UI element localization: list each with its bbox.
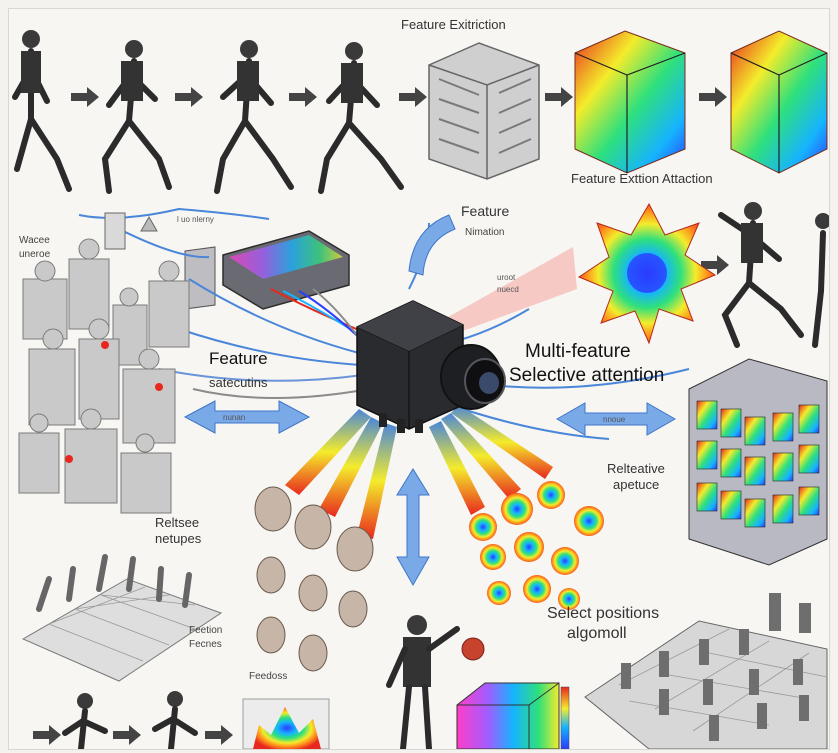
reltsee-label-1: Reltsee [155,515,200,530]
light-beam [441,247,577,339]
feature-extraction-top-label: Feature Exitriction [401,17,506,32]
sketch-crowd-left [18,238,190,514]
diagram-canvas [12,30,829,749]
runner-sequence-top [12,30,404,194]
attention-star [577,202,717,345]
small-device [104,212,158,250]
left-small-label-b: uneroe [19,249,51,260]
signal-wires [78,207,690,440]
spectrum-cube [730,30,828,174]
double-arrow-left [183,400,311,434]
algomoll-label: algomoll [567,625,627,642]
illustration-frame: Feature Exitriction Feature Exttion Atta… [8,8,830,750]
multi-feature-title: Multi-feature [525,341,631,362]
selective-attention-title: Selective attention [509,365,665,386]
center-small-label-a: uroot [497,273,516,282]
ball-icon [461,637,485,661]
feetion-label-2: Fecnes [189,639,222,650]
spectrum-blobs [469,481,604,610]
face-busts [254,486,374,672]
sketch-accents [65,341,163,463]
spectrum-plot [242,698,330,749]
double-arrow-right [555,402,677,436]
sketch-cube [428,42,540,180]
left-small-label-a: Wacee [19,235,50,246]
runner-figure-icon [101,40,172,194]
feature-right-subtitle: Nimation [465,227,505,238]
runner-figure-icon [318,42,404,194]
arrow-icon [33,87,729,745]
select-positions-label: Select positions [547,605,660,622]
feature-left-title: Feature [209,349,268,368]
reltetive-label-2: apetuce [613,477,660,492]
spectrum-rays [285,405,553,539]
runner-figure-icon [386,615,460,749]
sketch-platform-right [584,593,828,749]
double-arrow-vertical [396,468,430,587]
center-small-label-b: nuecd [497,285,519,294]
feature-extraction-attention-label: Feature Exttion Attaction [571,171,713,186]
feature-left-subtitle: satecutins [209,375,268,390]
reltsee-label-2: netupes [155,531,202,546]
runner-figure-icon [812,213,829,348]
blue-swoosh [408,214,456,276]
runner-figure-icon [718,202,804,348]
reltetive-label-1: Relteative [607,461,665,476]
arrow-right-text: nnoue [603,415,626,424]
runner-figure-icon [12,30,72,192]
arrow-left-text: nunan [223,413,246,422]
feedoss-label: Feedoss [249,671,288,682]
runner-figure-icon [214,40,294,194]
feature-right-title: Feature [461,203,510,219]
sketch-grid-platform [21,554,223,682]
prism-cube [456,682,570,749]
feetion-label-1: Feetion [189,625,223,636]
spectrum-cube [574,30,686,174]
left-top-small-label: l uo nlerny [177,215,214,224]
circuit-board [184,230,350,310]
camera-icon [356,300,506,433]
feature-cube-grid [688,358,828,566]
runner-sequence-bottom [62,691,198,749]
